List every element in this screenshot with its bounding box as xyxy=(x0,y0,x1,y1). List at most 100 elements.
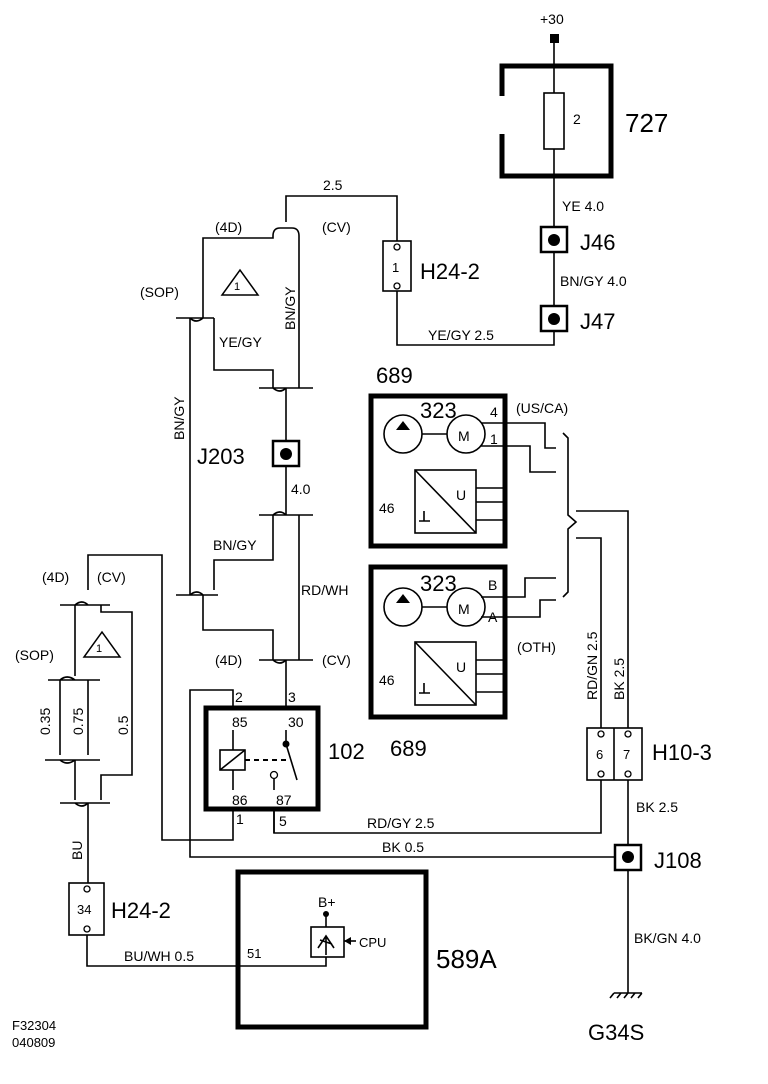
connector-h24-top: 1 H24-2 xyxy=(382,240,480,292)
wire-bngy-h xyxy=(213,515,274,590)
splice-sop-a xyxy=(176,317,214,322)
variant-brace xyxy=(562,432,578,598)
h10-pin-7: 7 xyxy=(623,747,630,762)
connector-h10-3: 6 7 H10-3 xyxy=(586,727,712,781)
variant-4d-c: (4D) xyxy=(215,652,242,668)
wire-label-yegy25: YE/GY 2.5 xyxy=(428,327,494,343)
wire-label-bngy-v2: BN/GY xyxy=(282,286,298,330)
note-b-number: 1 xyxy=(96,643,102,655)
splice-top xyxy=(272,227,300,237)
relay-pin-30: 30 xyxy=(288,714,304,730)
ground-symbol-bot xyxy=(419,683,430,694)
j46-label: J46 xyxy=(580,230,615,255)
splice-left-e xyxy=(60,760,110,807)
wire-yegy25 xyxy=(396,290,555,346)
wire-label-bngy-v1: BN/GY xyxy=(171,396,187,440)
variant-cv-b: (CV) xyxy=(97,569,126,585)
wire-label-25-top: 2.5 xyxy=(323,177,343,193)
wire-relay-86 xyxy=(87,554,234,841)
connector-j47: J47 xyxy=(539,304,615,334)
relay-conn-3: 3 xyxy=(288,689,296,705)
wire-label-40-mid: 4.0 xyxy=(291,481,311,497)
splice-left-c xyxy=(176,591,218,596)
j203-label: J203 xyxy=(197,444,245,469)
ecu-bplus: B+ xyxy=(318,894,336,910)
wire-label-ye40: YE 4.0 xyxy=(562,198,604,214)
h24-bot-pin: 34 xyxy=(77,902,91,917)
j47-label: J47 xyxy=(580,309,615,334)
pump-top-number: 323 xyxy=(420,398,457,423)
wire-oth xyxy=(505,577,556,618)
ground-symbol-top xyxy=(419,511,430,522)
fuse-box-727: 2 727 xyxy=(499,63,668,179)
relay-id: 102 xyxy=(328,739,365,764)
ground-symbol xyxy=(609,992,643,999)
fuse-box-id: 727 xyxy=(625,108,668,138)
pump-symbol-top xyxy=(383,414,423,454)
splice-mid-b xyxy=(259,511,313,516)
wire-buwh xyxy=(86,935,327,967)
pump-bot-number: 323 xyxy=(420,571,457,596)
wire-label-bk25-v: BK 2.5 xyxy=(611,658,627,700)
wire-25-top xyxy=(285,195,398,241)
fuse-2 xyxy=(543,92,565,150)
wire-yegy-v xyxy=(213,318,274,388)
wire-label-bngy-h: BN/GY xyxy=(213,537,257,553)
wire-usca xyxy=(505,422,556,473)
motor-symbol-top xyxy=(446,414,486,454)
note-a-number: 1 xyxy=(234,281,240,293)
fuel-pump-top: M 323 4 1 U 46 xyxy=(368,393,508,549)
pump-symbol-bot xyxy=(383,587,423,627)
wire-label-rdgy25: RD/GY 2.5 xyxy=(367,815,435,831)
fuel-pump-bottom: M 323 B A U 46 xyxy=(368,564,508,720)
footer-date: 040809 xyxy=(12,1035,55,1050)
supply-terminal xyxy=(550,34,559,43)
h24-top-pin: 1 xyxy=(392,260,399,275)
controller-bot-u: U xyxy=(456,659,466,675)
wire-rdgn xyxy=(576,537,602,730)
h24-bot-label: H24-2 xyxy=(111,898,171,923)
connector-j203: J203 xyxy=(197,439,301,469)
wire-label-075: 0.75 xyxy=(70,708,86,735)
wire-label-bk25-h: BK 2.5 xyxy=(636,799,678,815)
footer-code: F32304 xyxy=(12,1018,56,1033)
motor-label-top: M xyxy=(458,428,470,444)
relay-pin-87: 87 xyxy=(276,792,292,808)
relay-102: 2 3 85 30 86 87 102 xyxy=(203,689,365,812)
pump-top-pin1: 1 xyxy=(490,431,498,447)
connector-j46: J46 xyxy=(539,225,615,255)
variant-sop-a: (SOP) xyxy=(140,284,179,300)
relay-pin-85: 85 xyxy=(232,714,248,730)
ground-label: G34S xyxy=(588,1020,644,1045)
motor-symbol-bot xyxy=(446,587,486,627)
pump-bot-pinB: B xyxy=(488,577,497,593)
connector-h24-bottom: 34 H24-2 xyxy=(68,882,171,936)
wire-label-05: 0.5 xyxy=(115,715,131,735)
ecu-cpu: CPU xyxy=(359,935,386,950)
relay-conn-5: 5 xyxy=(279,813,287,829)
wire-label-rdgn: RD/GN 2.5 xyxy=(584,631,600,700)
relay-switch xyxy=(285,743,298,781)
wire-bk05 xyxy=(189,689,615,858)
connector-j108: J108 xyxy=(613,843,702,873)
variant-oth: (OTH) xyxy=(517,639,556,655)
pump-bot-id: 689 xyxy=(390,736,427,761)
wire-4d-c xyxy=(202,595,274,660)
wire-label-yegy-v: YE/GY xyxy=(219,334,262,350)
variant-4d-b: (4D) xyxy=(42,569,69,585)
splice-left-d xyxy=(45,759,100,764)
wire-label-bkgn40: BK/GN 4.0 xyxy=(634,930,701,946)
supply-label: +30 xyxy=(540,11,564,27)
wire-bk25 xyxy=(576,510,629,730)
wire-05 xyxy=(100,605,133,800)
wire-rdgy25 xyxy=(273,780,602,834)
variant-4d-a: (4D) xyxy=(215,219,242,235)
variant-cv-a: (CV) xyxy=(322,219,351,235)
splice-sop-b xyxy=(48,605,100,681)
h24-top-label: H24-2 xyxy=(420,259,480,284)
ecu-pin-51: 51 xyxy=(247,946,261,961)
note-triangle-a xyxy=(220,268,260,296)
j108-label: J108 xyxy=(654,848,702,873)
wire-label-bk05: BK 0.5 xyxy=(382,839,424,855)
pump-top-id: 689 xyxy=(376,363,413,388)
